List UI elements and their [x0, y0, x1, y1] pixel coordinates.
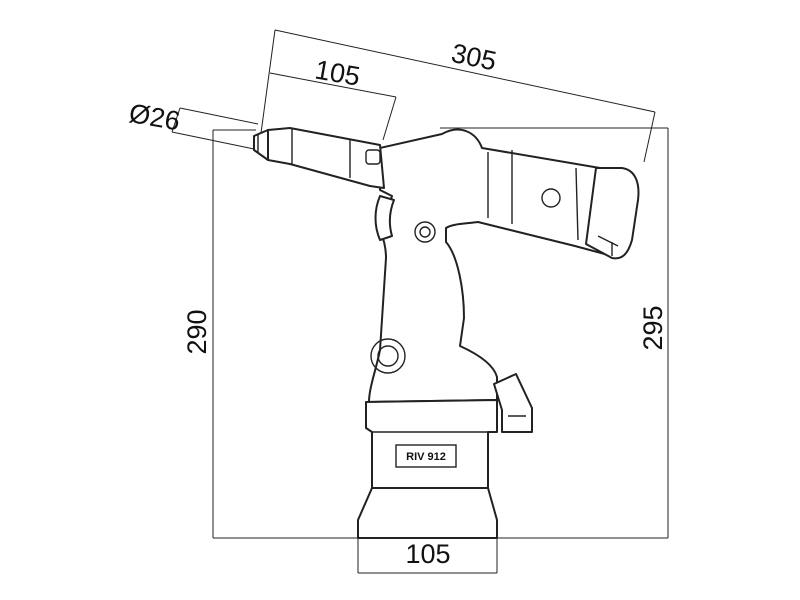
model-label-box [395, 444, 457, 468]
rear-height-label: 295 [638, 305, 668, 350]
dimension-lines [171, 29, 669, 574]
base-width-label: 105 [405, 539, 450, 569]
model-label: RIV 912 [406, 451, 446, 463]
front-height-label: 290 [182, 309, 212, 354]
rivet-tool-outline [253, 127, 640, 539]
overall-length-label: 305 [449, 38, 499, 77]
nose-diameter-label: Ø26 [127, 98, 182, 136]
nose-length-label: 105 [313, 54, 363, 91]
